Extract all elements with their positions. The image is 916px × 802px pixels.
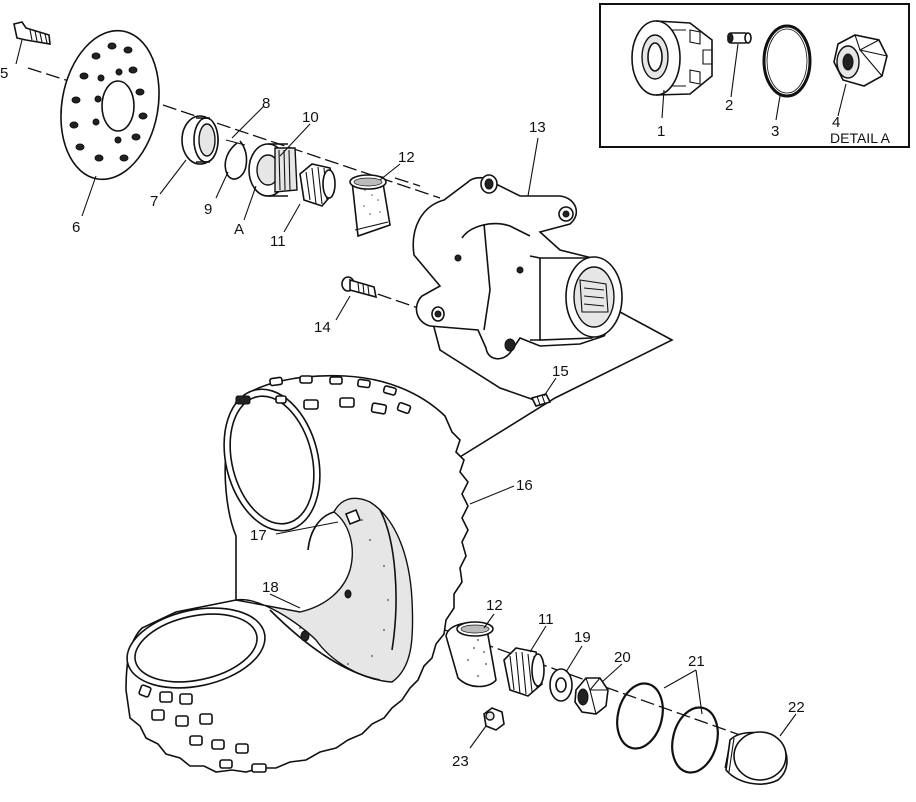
callout-18: 18 [262,579,279,596]
leader-2 [730,43,739,98]
part-5-bolt [13,21,51,45]
leader-3 [775,95,781,121]
callout-5: 5 [0,65,8,82]
callout-1: 1 [657,123,665,140]
part-12-bearing-cup-lower [445,621,497,688]
part-13-hub-housing [412,174,623,360]
callout-21: 21 [688,653,705,670]
callout-12-lower: 12 [486,597,503,614]
callout-6: 6 [72,219,80,236]
callout-9: 9 [204,201,212,218]
callout-A: A [234,221,244,238]
callout-23: 23 [452,753,469,770]
cup-stipple [363,189,381,215]
part-14-bolt [341,276,378,299]
callout-4: 4 [832,114,840,131]
part-7-seal [181,115,219,165]
callout-17: 17 [250,527,267,544]
callout-13: 13 [529,119,546,136]
part-11-roller-bearing-lower [503,647,545,697]
leader-1 [661,89,665,119]
part-19-washer [549,668,573,702]
part-11-roller-bearing-upper [299,163,336,207]
callout-20: 20 [614,649,631,666]
callout-19: 19 [574,629,591,646]
part-6-brake-disc [60,29,160,181]
callout-8: 8 [262,95,270,112]
callout-2: 2 [725,97,733,114]
part-18-rim [235,497,414,683]
detail-part-1-hub-body [631,20,713,96]
part-20-castle-nut [574,677,609,715]
part-10-bearing [248,143,298,197]
callout-11-upper: 11 [270,233,286,250]
part-22-hub-cap [724,731,788,785]
part-9-snap-ring [224,139,248,180]
callout-11-lower: 11 [538,611,554,628]
detail-part-3-ring [762,24,812,98]
callout-12-upper: 12 [398,149,415,166]
part-15-set-screw [530,393,552,407]
callout-7: 7 [150,193,158,210]
part-12-bearing-cup-upper [349,174,391,238]
callout-3: 3 [771,123,779,140]
detail-a-title: DETAIL A [830,130,891,146]
detail-part-4-nut [833,34,888,87]
part-23-lug-nut [483,707,505,731]
leader-4 [837,83,847,117]
callout-22: 22 [788,699,805,716]
leader-lines [15,39,797,749]
tread-blocks [138,375,412,773]
callout-labels: 5 6 7 8 9 A 10 11 12 13 14 15 16 17 18 1… [0,65,805,770]
callout-14: 14 [314,319,331,336]
detail-part-2-pin [727,32,752,44]
rim-stipple [299,519,389,665]
detail-a-box: 1 2 3 4 DETAIL A [599,3,910,148]
callout-10: 10 [302,109,319,126]
part-21-o-rings [616,682,719,774]
cup-stipple-lower [467,639,487,677]
callout-16: 16 [516,477,533,494]
part-16-tire [125,374,469,773]
callout-15: 15 [552,363,569,380]
